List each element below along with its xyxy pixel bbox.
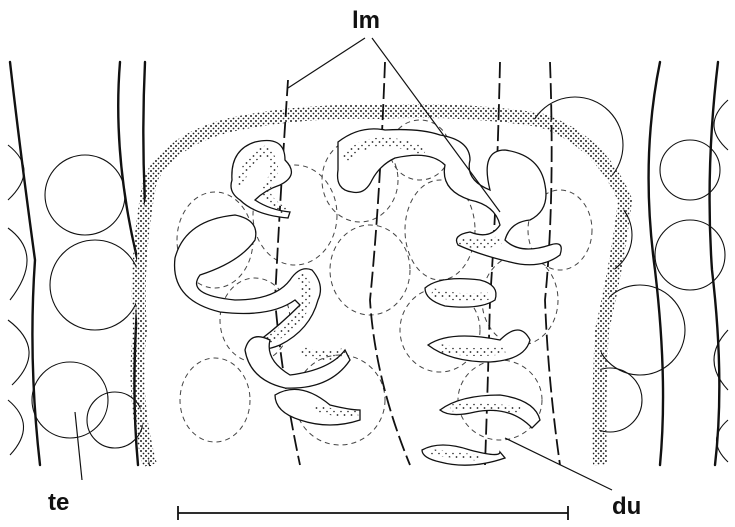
label-te: te <box>48 489 69 516</box>
lm-leader-left <box>288 38 365 88</box>
label-lm: lm <box>352 7 380 34</box>
right-body-wall <box>649 62 720 465</box>
label-te-group: te <box>48 412 82 516</box>
left-body-wall <box>10 62 150 465</box>
scale-bar <box>178 506 568 520</box>
label-du: du <box>612 493 641 520</box>
left-testis-follicles <box>8 145 143 455</box>
te-leader <box>75 412 82 480</box>
